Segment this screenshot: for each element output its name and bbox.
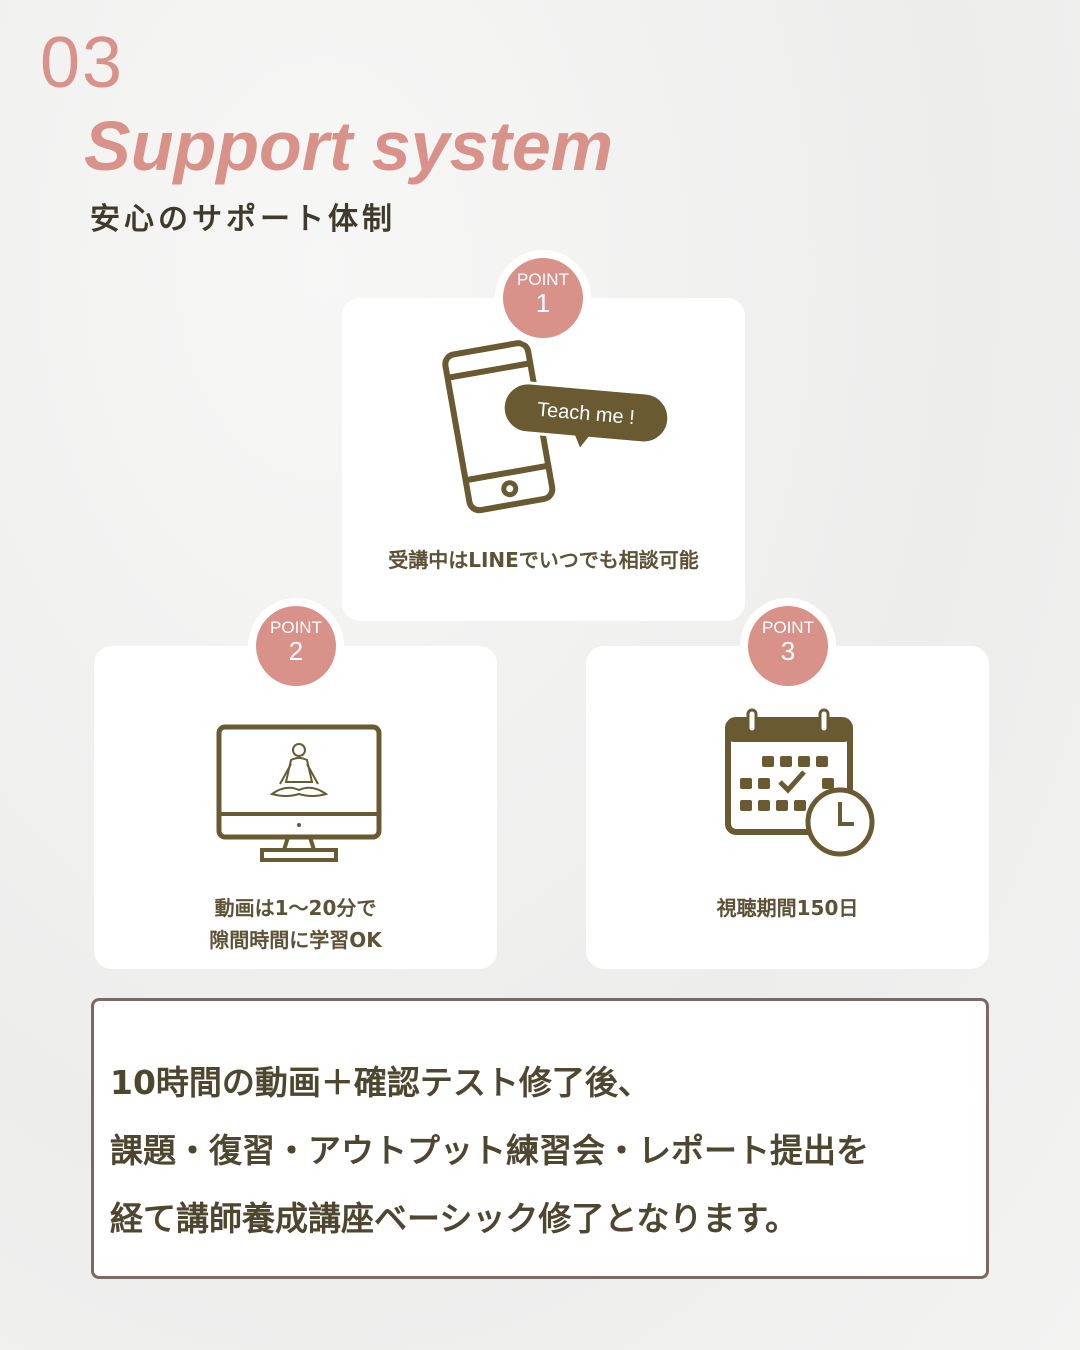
point-2-caption-line-1: 動画は1〜20分で [214,896,377,920]
calendar-clock-icon [725,708,875,857]
point-card-1: Teach me ! 受講中はLINEでいつでも相談可能 [342,298,745,621]
point-2-caption-line-2: 隙間時間に学習OK [209,928,382,952]
summary-line-1: 10時間の動画＋確認テスト修了後、 [110,1063,651,1102]
page-subtitle: 安心のサポート体制 [90,202,396,237]
summary-line-2: 課題・復習・アウトプット練習会・レポート提出を [110,1131,869,1170]
summary-box: 10時間の動画＋確認テスト修了後、 課題・復習・アウトプット練習会・レポート提出… [91,998,989,1279]
section-number: 03 [40,23,125,103]
monitor-yoga-icon [216,724,382,862]
point-3-caption: 視聴期間150日 [716,896,859,920]
smartphone-chat-icon: Teach me ! [442,340,671,514]
summary-line-3: 経て講師養成講座ベーシック修了となります。 [110,1199,799,1238]
point-1-caption: 受講中はLINEでいつでも相談可能 [388,548,699,572]
point-card-2: 動画は1〜20分で 隙間時間に学習OK [94,646,497,969]
page-title: Support system [84,107,613,185]
point-card-3: 視聴期間150日 [586,646,989,969]
